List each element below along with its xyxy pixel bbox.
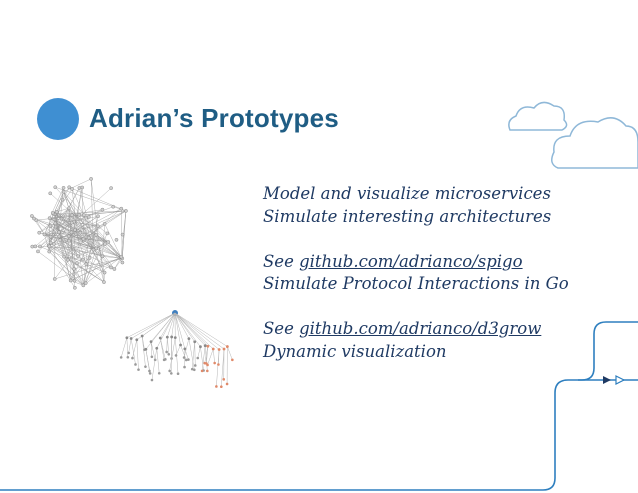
text-line-see-d3grow: See github.com/adrianco/d3grow <box>263 318 569 341</box>
d3grow-link[interactable]: github.com/adrianco/d3grow <box>299 319 542 338</box>
cloud-icons <box>508 101 638 169</box>
see-prefix: See <box>263 319 300 338</box>
text-line-protocol: Simulate Protocol Interactions in Go <box>263 274 569 293</box>
microservices-network-graph <box>30 177 128 290</box>
spigo-link[interactable]: github.com/adrianco/spigo <box>299 251 523 271</box>
arrow-outline-icon <box>615 375 626 385</box>
text-line-dynamic: Dynamic visualization <box>263 341 447 361</box>
slide-title: Adrian’s Prototypes <box>89 103 339 133</box>
tree-growth-graph <box>119 310 234 388</box>
text-line-simulate: Simulate interesting architectures <box>263 206 552 226</box>
text-line-model: Model and visualize microservices <box>263 184 551 203</box>
text-line-see-spigo: See github.com/adrianco/spigo <box>263 251 569 274</box>
title-bullet-dot <box>37 98 79 140</box>
see-prefix: See <box>263 251 300 271</box>
body-text-block: Model and visualize microservices Simula… <box>263 183 569 363</box>
arrow-filled-icon <box>603 376 611 384</box>
